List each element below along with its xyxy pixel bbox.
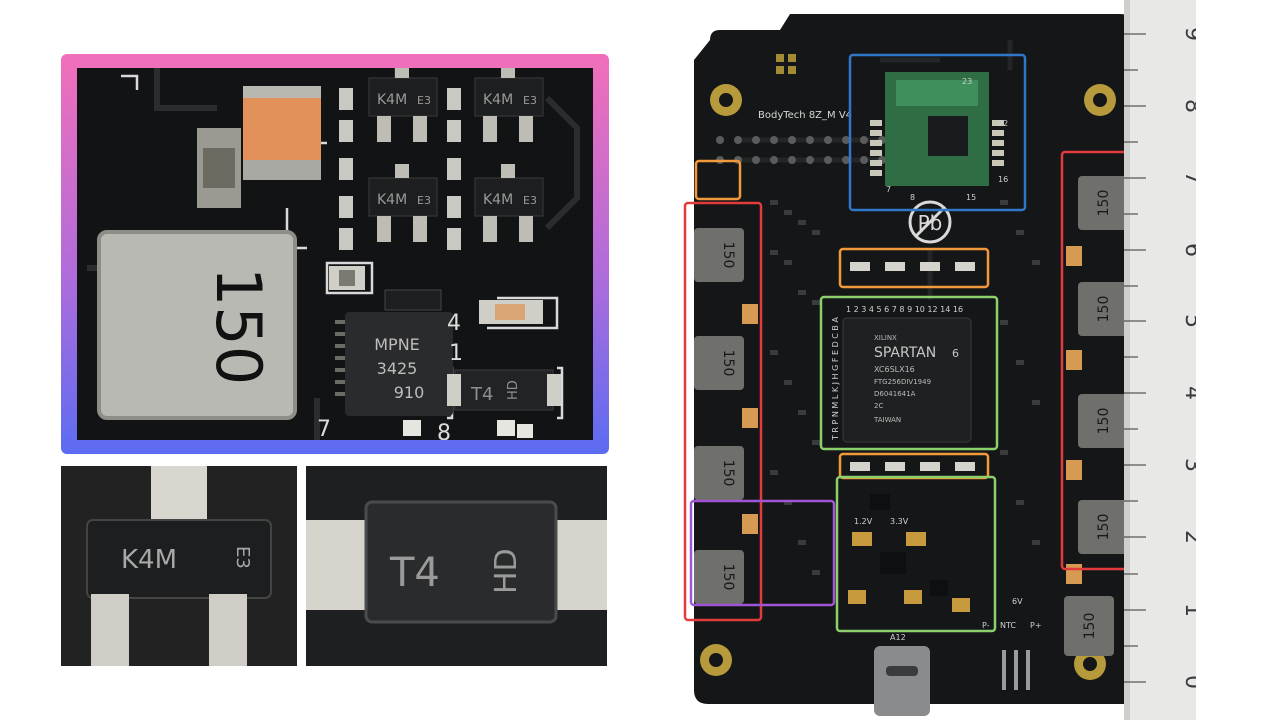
- box-orange-small: [694, 159, 742, 201]
- inductor-left-1: 150: [720, 242, 736, 269]
- rf-pin-8: 8: [910, 193, 915, 202]
- pb-free-icon: Pb: [908, 200, 952, 244]
- diode-zoom-marking: T4: [389, 550, 440, 596]
- inductor-label: 150: [202, 267, 275, 385]
- box-blue-rf: [848, 53, 1027, 212]
- fpga-family-suffix: 6: [952, 347, 959, 360]
- fpga-brand: XILINX: [874, 334, 897, 342]
- transistor-marking-3: K4M: [377, 192, 407, 208]
- ic-line2: 3425: [377, 359, 418, 378]
- fpga-speed: 2C: [874, 402, 883, 410]
- ruler-7: 7: [1180, 171, 1196, 185]
- ntc-label: NTC: [1000, 621, 1016, 630]
- p-minus-label: P-: [982, 621, 990, 630]
- ruler-9: 9: [1180, 27, 1196, 41]
- box-green-power: [835, 475, 997, 633]
- ruler-5: 5: [1180, 314, 1196, 328]
- zoom-main-photo: K4M K4M K4M K4M E3 E3 E3 E3 150 MPNE 342…: [77, 68, 593, 440]
- inductor-right-5: 150: [1082, 613, 1098, 640]
- ruler-1: 1: [1180, 603, 1196, 617]
- silk-7: 7: [317, 417, 331, 440]
- usb-label: A12: [890, 633, 906, 642]
- zoom-main-frame: K4M K4M K4M K4M E3 E3 E3 E3 150 MPNE 342…: [61, 54, 609, 454]
- box-orange-leds-top: [838, 247, 990, 289]
- ruler-3: 3: [1180, 458, 1196, 472]
- inductor-left-3: 150: [720, 460, 736, 487]
- inductor-right-4: 150: [1096, 514, 1112, 541]
- rail-1v2: 1.2V: [854, 517, 873, 526]
- fpga-row-labels: T R P N M L K J H G F E D C B A: [831, 317, 840, 441]
- transistor-suffix-3: E3: [417, 194, 431, 207]
- transistor-zoom-suffix: E3: [232, 546, 253, 569]
- transistor-marking-1: K4M: [377, 92, 407, 108]
- diode-marking: T4: [470, 384, 493, 405]
- rail-3v3: 3.3V: [890, 517, 909, 526]
- diode-suffix: HD: [506, 380, 521, 400]
- fpga-line3: D6041641A: [874, 390, 916, 398]
- ruler-8: 8: [1180, 99, 1196, 113]
- rf-pin-16: 16: [998, 175, 1008, 184]
- ruler-6: 6: [1180, 243, 1196, 257]
- ruler-2: 2: [1180, 530, 1196, 544]
- transistor-suffix-1: E3: [417, 94, 431, 107]
- inductor-left-4: 150: [720, 564, 736, 591]
- transistor-marking-4: K4M: [483, 192, 513, 208]
- inductor-right-2: 150: [1096, 296, 1112, 323]
- silk-4: 4: [447, 311, 461, 336]
- inductor-right-3: 150: [1096, 408, 1112, 435]
- zoom-transistor-photo: K4M E3: [61, 466, 297, 666]
- fpga-line2: FTG256DIV1949: [874, 378, 931, 386]
- p-plus-label: P+: [1030, 621, 1042, 630]
- ruler: 0 1 2 3 4 5 6 7 8 9: [1124, 0, 1196, 720]
- transistor-marking-2: K4M: [483, 92, 513, 108]
- fpga-col-labels: 1 2 3 4 5 6 7 8 9 10 12 14 16: [846, 305, 963, 314]
- box-green-fpga: [819, 295, 999, 451]
- ruler-4: 4: [1180, 386, 1196, 400]
- fpga-family: SPARTAN: [874, 345, 936, 361]
- zoom-diode-photo: T4 HD: [306, 466, 607, 666]
- ruler-0: 0: [1180, 675, 1196, 689]
- inductor-right-1: 150: [1096, 190, 1112, 217]
- box-red-left: [683, 201, 763, 622]
- rf-pin-15: 15: [966, 193, 976, 202]
- silk-1: 1: [449, 341, 463, 366]
- fpga-part: XC6SLX16: [874, 365, 915, 374]
- diode-zoom-suffix: HD: [489, 548, 524, 594]
- inductor-left-2: 150: [720, 350, 736, 377]
- box-purple: [689, 499, 836, 607]
- rf-pin-23: 23: [962, 77, 972, 86]
- fpga-origin: TAIWAN: [873, 416, 901, 424]
- silk-8: 8: [437, 421, 451, 440]
- transistor-zoom-marking: K4M: [121, 545, 177, 575]
- rf-pin-22: 22: [998, 119, 1008, 128]
- board-photo: BodyTech 8Z_M V4 23 22 16 15 8 7 Pb 1 2 …: [683, 14, 1142, 716]
- transistor-suffix-2: E3: [523, 94, 537, 107]
- ic-line1: MPNE: [374, 335, 420, 354]
- board-silk-name: BodyTech 8Z_M V4: [758, 110, 852, 121]
- rf-pin-7: 7: [886, 185, 891, 194]
- ic-line3: 910: [394, 383, 425, 402]
- rail-6v: 6V: [1012, 597, 1023, 606]
- transistor-suffix-4: E3: [523, 194, 537, 207]
